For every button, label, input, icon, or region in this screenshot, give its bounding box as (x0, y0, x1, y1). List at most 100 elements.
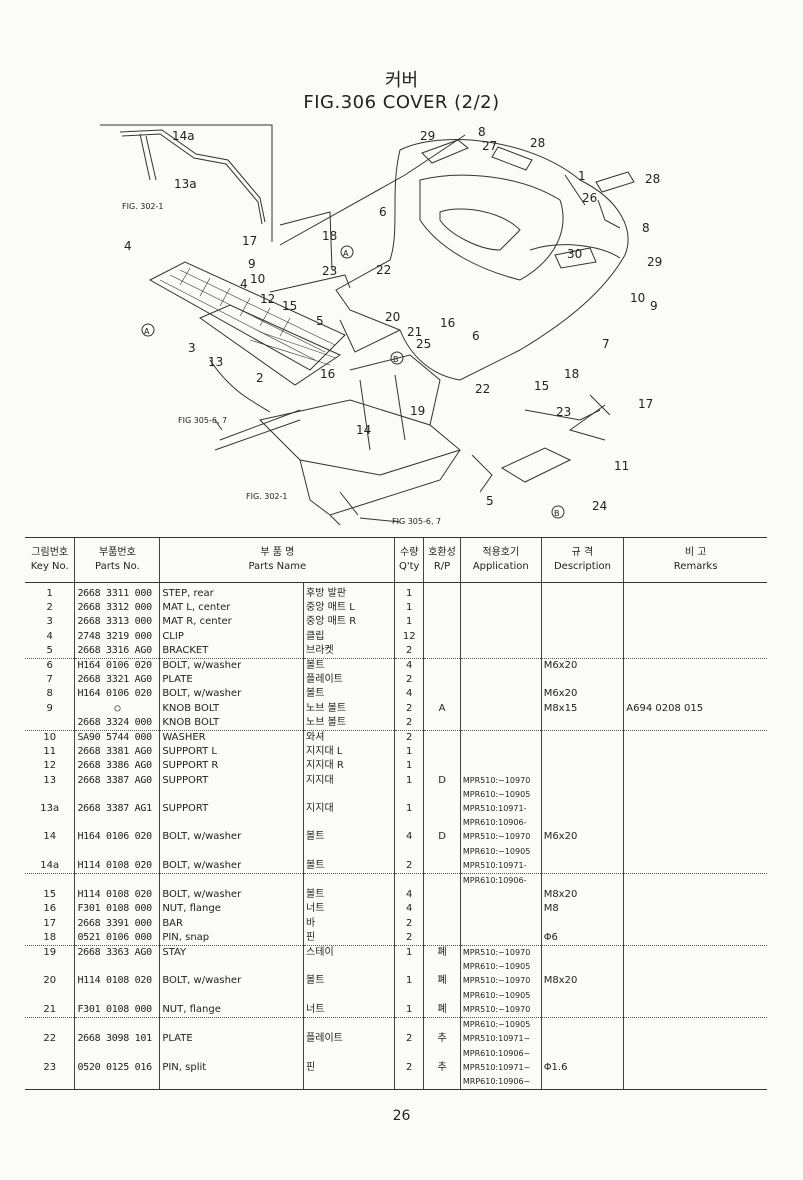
cell-rem (623, 715, 767, 732)
cell-rp: 폐 (423, 945, 461, 961)
cell-app: MPR610:~10905 (459, 1017, 542, 1033)
cell-kr: 클립 (303, 629, 395, 644)
cell-app (459, 916, 542, 931)
cell-rp (423, 902, 461, 917)
cell-key (25, 960, 75, 974)
cell-rem (623, 730, 767, 746)
cell-key: 11 (43, 746, 57, 758)
cell-key: 14a (25, 858, 75, 875)
cell-desc (540, 601, 624, 616)
cell-kr (303, 960, 395, 975)
cell-app: MPR510:10971~ (459, 1060, 542, 1075)
center-mat (198, 304, 342, 386)
cell-rem (623, 629, 767, 644)
table-row: MPR610:~10905 (25, 1017, 767, 1033)
cell-name (159, 816, 304, 831)
cell-rem (623, 930, 767, 947)
cell-desc: Φ6 (540, 930, 624, 947)
cell-app: MPR510:~10970 (459, 945, 542, 961)
cell-name: BRACKET (159, 643, 304, 660)
cell-name: BOLT, w/washer (159, 858, 304, 875)
cell-key (25, 874, 75, 889)
cell-key: 7 (46, 674, 53, 686)
cell-app (459, 715, 542, 732)
cell-kr: 볼트 (303, 830, 395, 845)
cell-kr (303, 1074, 395, 1091)
cell-qty (394, 1017, 424, 1033)
cell-app: MPR510:10971~ (459, 1032, 542, 1047)
cell-qty: 4 (394, 658, 424, 674)
cell-pn: 2668 3363 AG0 (74, 945, 160, 961)
cell-key (25, 1018, 75, 1033)
cell-key: 18 (25, 930, 75, 947)
cell-key: 15 (43, 889, 57, 901)
cell-rp (423, 988, 461, 1003)
callout-6: 6 (379, 205, 387, 219)
cell-kr: 노브 볼트 (303, 701, 395, 716)
cell-app: MPR610:~10905 (459, 960, 542, 975)
cell-desc (540, 643, 624, 660)
cell-pn: 2668 3311 000 (74, 582, 160, 602)
cell-rp (423, 629, 461, 644)
cell-rp (423, 816, 461, 831)
cell-rp (423, 658, 461, 674)
cell-qty (394, 844, 424, 859)
cell-qty (394, 1046, 424, 1061)
cell-name (159, 1074, 304, 1091)
ref-b-2: B (554, 509, 560, 518)
cell-rem (623, 687, 767, 702)
cell-key: 1 (46, 588, 53, 599)
table-row: MRP610:10906~ (25, 1074, 767, 1091)
cell-kr: 와셔 (303, 730, 395, 746)
cell-desc: M8x15 (540, 701, 624, 716)
cell-rem (623, 615, 767, 630)
cell-qty: 2 (394, 858, 424, 875)
cell-rem (623, 582, 767, 602)
cell-key: 3 (46, 616, 53, 628)
cell-app (459, 601, 542, 616)
cell-pn (74, 816, 160, 831)
cell-key (25, 816, 75, 830)
callout-19: 19 (410, 404, 425, 418)
cell-name: PIN, split (159, 1060, 304, 1075)
cell-qty (394, 988, 424, 1003)
cell-rp: 폐 (423, 974, 461, 989)
cell-rp: 폐 (423, 1002, 461, 1019)
cell-pn: 2668 3316 AG0 (74, 643, 160, 660)
cell-key: 6 (46, 660, 53, 672)
cell-app: MRP610:10906~ (459, 1074, 542, 1091)
cell-rp (423, 1046, 461, 1061)
cell-qty: 1 (394, 773, 424, 788)
cell-name: BAR (159, 916, 304, 931)
callout-4: 4 (124, 239, 132, 253)
cell-key: 5 (25, 643, 75, 660)
cell-key: 13 (43, 774, 57, 786)
cell-app (459, 930, 542, 947)
rear-step (148, 261, 346, 371)
cell-name: SUPPORT L (159, 745, 304, 760)
cell-rem (623, 773, 767, 788)
cell-key (25, 715, 75, 732)
callout-18: 18 (322, 229, 337, 243)
cell-desc (540, 745, 624, 760)
cell-key: 9 (46, 702, 53, 714)
cell-key (25, 788, 75, 802)
callout-28: 28 (530, 136, 545, 150)
cell-kr: 지지대 (303, 802, 395, 817)
table-row: MPR610:10906~ (25, 1046, 767, 1061)
cell-desc (540, 629, 624, 644)
table-row: MPR610:~10905 (25, 960, 767, 975)
cell-kr (303, 844, 395, 859)
